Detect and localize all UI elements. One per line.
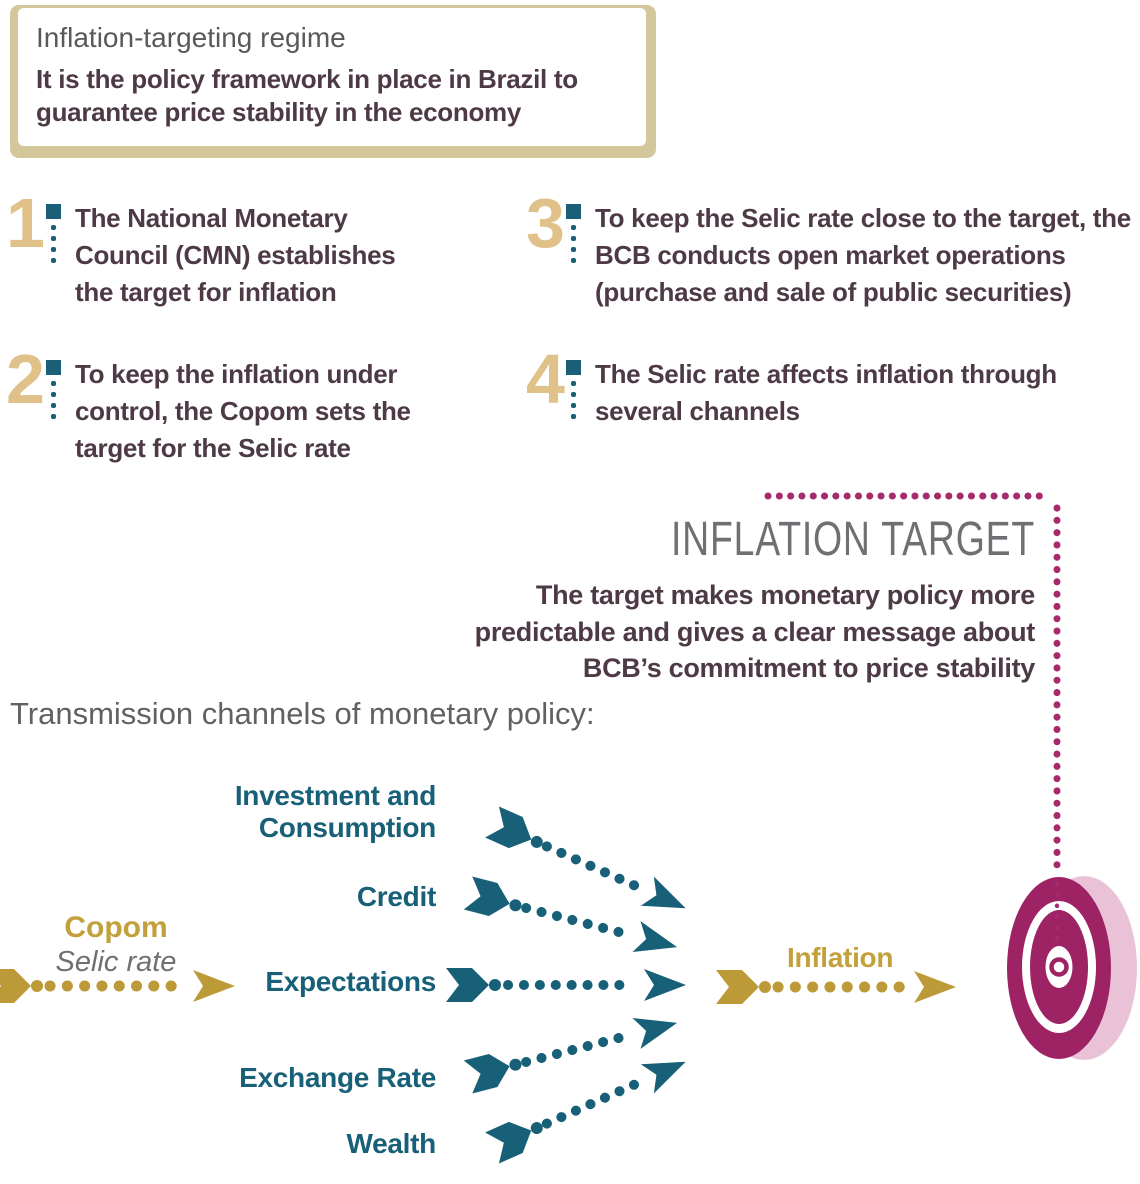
wealth-arrow bbox=[485, 1047, 693, 1164]
step-2: 2 To keep the inflation under control, t… bbox=[6, 344, 447, 467]
target-connector-dotted-line bbox=[764, 492, 1061, 951]
channel-label-expectations: Expectations bbox=[265, 966, 436, 997]
step-4-number: 4 bbox=[526, 340, 565, 418]
step-1-number: 1 bbox=[6, 184, 45, 262]
channel-arrows bbox=[446, 806, 693, 1164]
step-3-number: 3 bbox=[526, 184, 565, 262]
title-box-body: It is the policy framework in place in B… bbox=[36, 64, 578, 128]
copom-arrow bbox=[0, 969, 235, 1003]
step-3-text: To keep the Selic rate close to the targ… bbox=[595, 203, 1131, 307]
investment-arrow bbox=[485, 806, 693, 923]
bullseye-icon bbox=[1007, 876, 1137, 1060]
square-dots-marker-icon bbox=[566, 204, 581, 263]
transmission-heading: Transmission channels of monetary policy… bbox=[10, 696, 595, 731]
square-dots-marker-icon bbox=[566, 360, 581, 419]
square-dots-marker-icon bbox=[46, 360, 61, 419]
square-dots-marker-icon bbox=[46, 204, 61, 263]
step-4: 4 The Selic rate affects inflation throu… bbox=[526, 344, 1140, 430]
title-box-heading: Inflation-targeting regime bbox=[36, 22, 346, 53]
exchange-rate-arrow bbox=[463, 1007, 682, 1094]
channel-label-wealth: Wealth bbox=[346, 1128, 437, 1159]
inflation-target-body: The target makes monetary policy more pr… bbox=[474, 580, 1036, 684]
step-1: 1 The National Monetary Council (CMN) es… bbox=[6, 188, 427, 311]
channel-label-investment-consumption: Investment and Consumption bbox=[234, 780, 436, 844]
title-box-inner: Inflation-targeting regime It is the pol… bbox=[18, 8, 646, 146]
expectations-arrow bbox=[446, 968, 686, 1002]
step-1-text: The National Monetary Council (CMN) esta… bbox=[75, 203, 396, 307]
step-2-number: 2 bbox=[6, 340, 45, 418]
copom-source-node: Copom Selic rate bbox=[36, 911, 196, 979]
channel-label-exchange-rate: Exchange Rate bbox=[239, 1062, 436, 1093]
step-2-text: To keep the inflation under control, the… bbox=[75, 359, 411, 463]
inflation-target-block: INFLATION TARGET The target makes moneta… bbox=[415, 512, 1036, 687]
credit-arrow bbox=[463, 876, 682, 963]
step-4-text: The Selic rate affects inflation through… bbox=[595, 359, 1057, 426]
copom-label: Copom bbox=[64, 911, 168, 944]
step-3: 3 To keep the Selic rate close to the ta… bbox=[526, 188, 1140, 311]
inflation-arrow bbox=[716, 970, 956, 1004]
title-box: Inflation-targeting regime It is the pol… bbox=[10, 5, 656, 158]
channel-label-credit: Credit bbox=[356, 881, 436, 912]
inflation-outcome-label: Inflation bbox=[787, 942, 894, 973]
selic-rate-label: Selic rate bbox=[55, 946, 177, 978]
inflation-target-heading: INFLATION TARGET bbox=[670, 513, 1035, 566]
